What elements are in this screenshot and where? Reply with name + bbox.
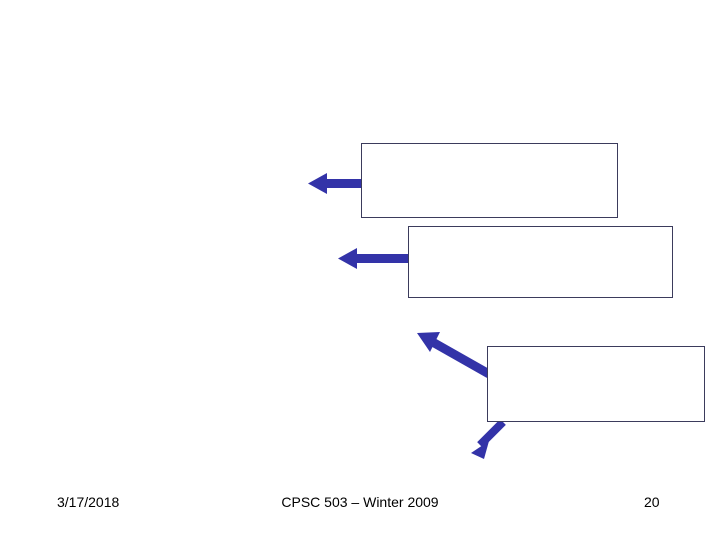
footer-date: 3/17/2018 bbox=[57, 494, 120, 510]
arrow-from-box-2 bbox=[338, 248, 409, 269]
arrow-from-box-1 bbox=[308, 173, 362, 194]
content-box-2[interactable] bbox=[408, 226, 673, 298]
content-box-1[interactable] bbox=[361, 143, 618, 218]
arrow-from-box-3-upper bbox=[417, 332, 492, 378]
slide-footer: 3/17/2018 CPSC 503 – Winter 2009 20 bbox=[0, 493, 720, 517]
arrow-from-box-3-lower bbox=[471, 419, 506, 459]
footer-page-number: 20 bbox=[644, 494, 660, 510]
footer-course-title: CPSC 503 – Winter 2009 bbox=[281, 494, 439, 510]
content-box-3[interactable] bbox=[487, 346, 705, 422]
